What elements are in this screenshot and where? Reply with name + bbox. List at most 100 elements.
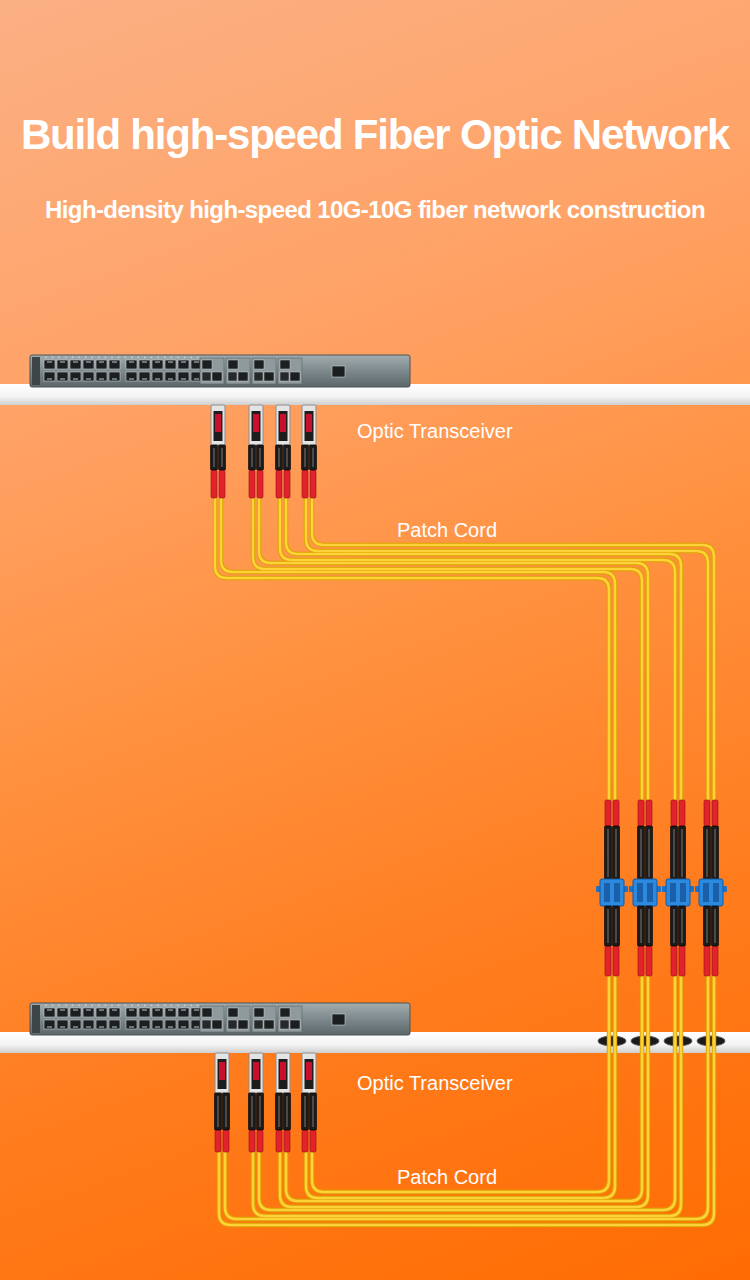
lc-connector [671, 906, 678, 946]
transceiver-port [252, 1059, 261, 1089]
status-led [144, 356, 146, 358]
status-led [124, 356, 126, 358]
rj45-port [139, 372, 150, 381]
connector-highlight [286, 448, 288, 467]
fiber-strand [225, 973, 708, 1219]
connector-highlight [259, 448, 261, 467]
lc-connector [211, 445, 218, 470]
connector-boot [284, 470, 290, 498]
port-frame [226, 358, 250, 384]
combo-port [254, 360, 264, 369]
pull-tab [219, 1062, 225, 1080]
port-latch [129, 361, 134, 363]
status-led [111, 356, 113, 358]
lc-connector [284, 445, 291, 470]
connector-highlight [714, 909, 716, 943]
status-led [78, 1004, 80, 1006]
port-latch [47, 1009, 52, 1011]
connector-highlight [304, 1096, 306, 1127]
port-latch [86, 1026, 91, 1028]
rj45-port [109, 1008, 120, 1017]
port-latch [99, 378, 104, 380]
status-led [105, 1004, 107, 1006]
connector-highlight [673, 829, 675, 877]
rj45-port [109, 1020, 120, 1029]
lc-connector [605, 906, 612, 946]
part-label: Optic Transceiver [357, 1071, 513, 1095]
connector-boot [276, 1130, 282, 1152]
fiber-strand-edge [312, 973, 609, 1192]
rj45-port [152, 360, 163, 369]
switch-body [30, 1003, 410, 1035]
port-latch [194, 361, 199, 363]
combo-port [280, 360, 290, 369]
combo-port [254, 1008, 264, 1017]
port-latch [99, 1009, 104, 1011]
fiber-strand [219, 973, 714, 1225]
lc-connector [310, 445, 317, 470]
port-latch [168, 1026, 173, 1028]
sfp-port [280, 372, 289, 381]
part-label: Patch Cord [397, 1165, 497, 1189]
rj45-port [57, 1020, 68, 1029]
status-led [157, 1004, 159, 1006]
adapter-port [614, 883, 620, 902]
page-title: Build high-speed Fiber Optic Network [21, 110, 729, 160]
rj45-port [178, 1008, 189, 1017]
lc-connector [219, 445, 226, 470]
connector-boot [704, 800, 710, 826]
sfp-port [228, 372, 237, 381]
connector-boot [302, 470, 308, 498]
rj45-port [126, 360, 137, 369]
rj45-port [70, 1020, 81, 1029]
combo-port [228, 1008, 238, 1017]
connector-highlight [304, 448, 306, 467]
status-led [111, 1004, 113, 1006]
connector-boot [638, 800, 644, 826]
status-led [58, 356, 60, 358]
rj45-port [83, 1020, 94, 1029]
port-latch [129, 1009, 134, 1011]
connector-boot [646, 800, 652, 826]
transceiver-port [214, 411, 223, 441]
switch-body [30, 355, 410, 387]
rj45-port [165, 360, 176, 369]
sfp-port [254, 372, 263, 381]
rj45-port [70, 372, 81, 381]
status-led [151, 1004, 153, 1006]
connector-boot [613, 800, 619, 826]
transceiver-port [305, 411, 314, 441]
part-label: Optic Transceiver [357, 419, 513, 443]
status-led [171, 356, 173, 358]
port-latch [168, 1009, 173, 1011]
port-frame [200, 1006, 224, 1032]
fiber-strand-edge [225, 973, 708, 1219]
rj45-port [96, 1008, 107, 1017]
status-led [72, 1004, 74, 1006]
status-led [151, 356, 153, 358]
pull-tab [280, 414, 286, 432]
rj45-port [83, 1008, 94, 1017]
connector-highlight [615, 829, 617, 877]
sfp-port [290, 1020, 300, 1029]
status-led [197, 1004, 199, 1006]
fiber-strand-edge [253, 973, 681, 1216]
rj45-port [126, 1020, 137, 1029]
sfp-port [212, 1020, 222, 1029]
port-latch [181, 1026, 186, 1028]
lc-connector [257, 445, 264, 470]
rj45-port [109, 360, 120, 369]
status-led [58, 1004, 60, 1006]
connector-highlight [681, 909, 683, 943]
connector-boot [284, 1130, 290, 1152]
lc-connector [646, 826, 653, 880]
lc-connector [712, 826, 719, 880]
cable-grommet [598, 1036, 626, 1046]
rj45-port [70, 1008, 81, 1017]
connector-boot [310, 1130, 316, 1152]
lc-adapter [666, 879, 690, 906]
rj45-port [44, 1020, 55, 1029]
connector-highlight [213, 448, 215, 467]
fiber-strand [280, 498, 675, 802]
connector-highlight [221, 448, 223, 467]
